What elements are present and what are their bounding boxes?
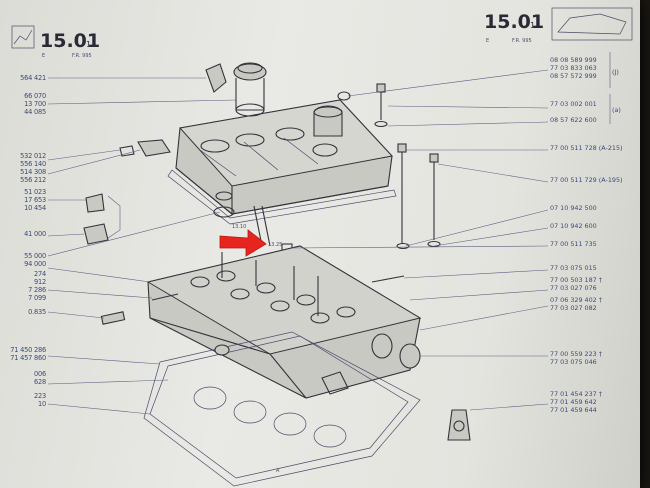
right-ref-label: 77 01 459 644 [550, 406, 597, 414]
header-left-sketch [13, 29, 33, 45]
right-ref-label: 77 03 075 046 [550, 358, 597, 366]
right-ref-label: 77 00 511 729 (A-195) [550, 176, 623, 184]
right-ref-label: 77 01 459 642 [550, 398, 597, 406]
left-ref-label: 912 [34, 278, 46, 286]
left-ref-label: 10 [38, 400, 46, 408]
left-ref-label: 71 457 860 [10, 354, 46, 362]
callout-2: 13.25 [268, 242, 282, 248]
right-ref-label: 77 00 511 735 [550, 240, 597, 248]
left-ref-label: 94 000 [24, 260, 46, 268]
highlight-arrow [219, 229, 267, 257]
left-ref-label: 10 454 [24, 204, 46, 212]
left-ref-label: 17 653 [24, 196, 46, 204]
right-ref-label: 77 03 027 082 [550, 304, 597, 312]
left-ref-label: 006 [34, 370, 46, 378]
right-leaders [291, 69, 549, 411]
small-parts-left [83, 145, 235, 245]
left-ref-label: 7 286 [28, 286, 46, 294]
cover-bolt-top [374, 83, 388, 128]
left-ref-label: 41 000 [24, 230, 46, 238]
long-stud-2 [427, 153, 441, 248]
head-water-outlet [371, 333, 393, 359]
right-ref-label: 07 10 942 500 [550, 204, 597, 212]
left-ref-label: 7 099 [28, 294, 46, 302]
right-ref-label: 77 03 027 076 [550, 284, 597, 292]
head-studs [100, 275, 405, 325]
right-ref-label: 77 03 833 063 [550, 64, 597, 72]
rocker-cover-gasket [167, 169, 397, 225]
left-ref-label: 13 700 [24, 100, 46, 108]
left-ref-label: 66 070 [24, 92, 46, 100]
header-left-ref: F.R. 995 [72, 53, 92, 59]
header-left-box [11, 25, 35, 49]
lower-right-part [447, 409, 471, 441]
right-ref-label: 77 00 503 187 † [550, 276, 603, 284]
cover-nut [137, 139, 171, 157]
left-ref-label: 556 140 [20, 160, 46, 168]
left-leaders [47, 77, 237, 415]
header-right-edition: E [486, 38, 489, 44]
left-ref-label: 44 085 [24, 108, 46, 116]
core-plug [399, 343, 421, 369]
right-ref-label: 08 08 589 999 [550, 56, 597, 64]
right-ref-label: 08 57 622 600 [550, 116, 597, 124]
right-ref-label: 07 06 329 402 † [550, 296, 603, 304]
right-ref-label: 07 10 942 600 [550, 222, 597, 230]
bracket-note-2: (a) [612, 106, 621, 114]
right-ref-label: 08 57 572 999 [550, 72, 597, 80]
left-ref-label: 223 [34, 392, 46, 400]
left-ref-label: 514 308 [20, 168, 46, 176]
callout-bottom: A [276, 468, 280, 474]
left-ref-label: 556 212 [20, 176, 46, 184]
header-right-section: 15.01 [484, 11, 544, 33]
left-ref-label: 564 421 [20, 74, 46, 82]
header-left-edition: E [42, 53, 45, 59]
header-right-ref: F.R. 995 [512, 38, 532, 44]
left-ref-label: 71 450 286 [10, 346, 46, 354]
cylinder-head [146, 245, 422, 399]
breather-pipe [205, 63, 227, 93]
oil-filler-cap [205, 62, 267, 117]
header-left: 15.01 1 E F.R. 995 [11, 25, 100, 59]
breather-fitting [313, 91, 351, 137]
long-stud-1 [396, 143, 410, 250]
header-right-index: 1 [530, 21, 535, 30]
right-ref-label: 77 03 075 015 [550, 264, 597, 272]
left-ref-label: 0.835 [28, 308, 46, 316]
callout-1: 13.10 [232, 224, 246, 230]
header-right-sketch [557, 13, 627, 35]
left-ref-label: 532 012 [20, 152, 46, 160]
header-left-index: 1 [86, 40, 91, 49]
right-ref-label: 77 00 511 728 (A-215) [550, 144, 623, 152]
bracket-note-1: (J) [612, 68, 619, 76]
header-right: 15.01 1 E F.R. 995 [484, 7, 633, 44]
valve-guides: 13.10 13.25 [232, 205, 293, 251]
header-left-section: 15.01 [40, 30, 100, 52]
rocker-cover [167, 99, 397, 225]
right-ref-label: 77 01 454 237 † [550, 390, 603, 398]
left-ref-label: 51 023 [24, 188, 46, 196]
header-right-box [551, 7, 633, 41]
right-ref-label: 77 00 559 223 † [550, 350, 603, 358]
left-ref-label: 628 [34, 378, 46, 386]
left-ref-label: 274 [34, 270, 46, 278]
left-ref-label: 55 000 [24, 252, 46, 260]
right-ref-label: 77 03 002 001 [550, 100, 597, 108]
